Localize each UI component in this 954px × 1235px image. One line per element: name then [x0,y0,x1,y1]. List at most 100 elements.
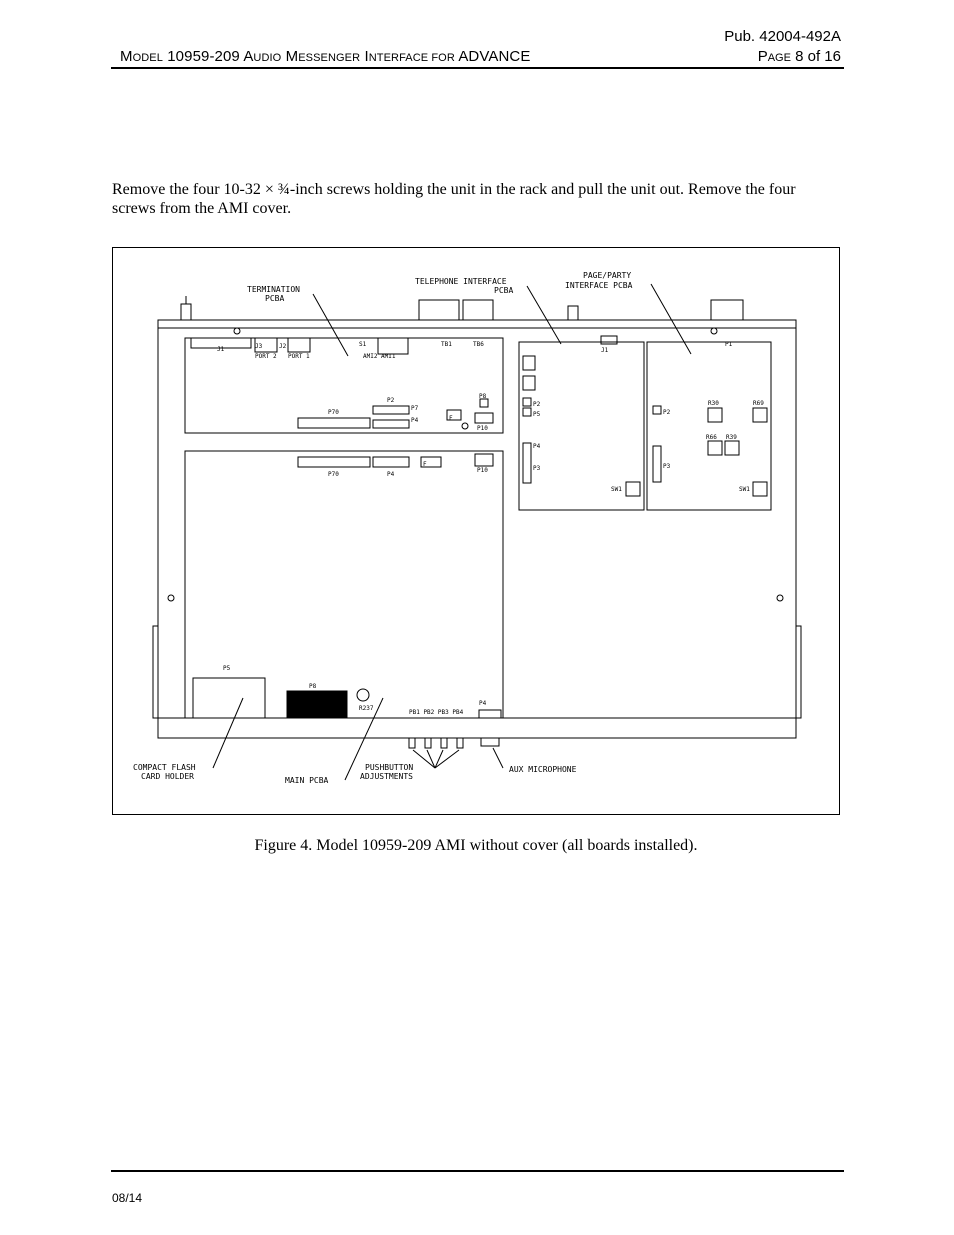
pushbutton-3 [440,737,448,749]
front-panel [157,717,797,739]
rack-ear-right [795,625,802,719]
footer-rule [111,1170,844,1172]
callout-compact-flash-1: COMPACT FLASH [133,763,196,772]
label-pp-p2: P2 [663,409,671,416]
tel-pot-1 [522,355,536,371]
label-p4-main: P4 [387,471,395,478]
r237-potentiometer [356,688,370,702]
p8-jumper [479,398,489,408]
label-p4-top: P4 [411,417,419,424]
screw-icon [776,594,784,602]
callout-page-party-2: INTERFACE PCBA [565,281,633,290]
label-port2: PORT 2 [255,353,277,360]
chassis-outline [157,319,797,719]
tel-p3-header [522,442,532,484]
label-tel-sw1: SW1 [611,486,622,493]
label-tel-p5: P5 [533,411,541,418]
header-rule [111,67,844,69]
label-tel-p4: P4 [533,443,541,450]
figure-4: TERMINATION PCBA TELEPHONE INTERFACE PCB… [112,247,840,815]
label-p70-top: P70 [328,409,339,416]
label-pp-sw1: SW1 [739,486,750,493]
rack-ear-left [152,625,159,719]
ami-diagram: TERMINATION PCBA TELEPHONE INTERFACE PCB… [133,271,802,785]
db-connector-rear [710,299,744,321]
callout-aux-microphone: AUX MICROPHONE [509,765,577,774]
callout-termination-1: TERMINATION [247,285,300,294]
label-p70-main: P70 [328,471,339,478]
tel-j1-connector [600,335,618,345]
publication-number: Pub. 42004-492A [724,28,841,45]
leader-main [344,697,384,781]
screw-icon [167,594,175,602]
j1-connector [190,337,252,349]
p4-main-header [372,456,410,468]
p10-main-connector [474,453,494,467]
label-port1: PORT 1 [288,353,310,360]
fuse-main [420,456,442,468]
label-r69: R69 [753,400,764,407]
telephone-terminal-2 [462,299,494,321]
leader-pb1 [412,749,436,769]
label-p8: P8 [479,393,487,400]
leader-pb2 [426,749,436,769]
page-party-pcba [646,341,772,511]
compact-flash-holder [192,677,266,719]
r66-pot [707,440,723,456]
pp-sw1-switch [752,481,768,497]
screw-icon [233,327,241,335]
termination-pcba [184,337,504,434]
label-tel-p3: P3 [533,465,541,472]
ami-connector [377,337,409,355]
p4-front-connector [478,709,502,719]
callout-termination-2: PCBA [265,294,284,303]
leader-telephone [526,285,562,345]
label-j3: J3 [255,343,263,350]
j3-port2-connector [254,337,278,353]
label-p10-main: P10 [477,467,488,474]
label-tb1: TB1 [441,341,452,348]
label-s1: S1 [359,341,367,348]
tel-sw1-switch [625,481,641,497]
label-j2: J2 [279,343,287,350]
telephone-interface-pcba [518,341,645,511]
p2-header [372,405,410,415]
label-j1: J1 [217,346,225,353]
label-r66: R66 [706,434,717,441]
j2-port1-connector [287,337,311,353]
label-pushbuttons: PB1 PB2 PB3 PB4 [409,709,464,716]
callout-telephone-1: TELEPHONE INTERFACE [415,277,507,286]
rear-post-center [567,305,579,321]
footer-date: 08/14 [112,1191,143,1205]
p10-top-connector [474,412,494,424]
label-tel-p2: P2 [533,401,541,408]
leader-pb3 [434,749,444,769]
callout-telephone-2: PCBA [494,286,513,295]
leader-termination [312,293,349,357]
label-r39: R39 [726,434,737,441]
screw-icon [461,422,469,430]
label-p10-top: P10 [477,425,488,432]
pp-p2-jumper [652,405,662,415]
p8-main-component [286,690,348,719]
label-tel-j1: J1 [601,347,609,354]
screw-icon [710,327,718,335]
aux-mic-jack [480,737,500,747]
label-pp-p1: P1 [725,341,733,348]
figure-caption: Figure 4. Model 10959-209 AMI without co… [254,837,698,854]
callout-main-pcba: MAIN PCBA [285,776,329,785]
label-tb6: TB6 [473,341,484,348]
rear-post-left [180,303,192,321]
label-p2: P2 [387,397,395,404]
fuse-holder [446,409,462,421]
label-p4-front: P4 [479,700,487,707]
label-r30: R30 [708,400,719,407]
page-number: Page 8 of 16 [757,48,841,65]
instruction-paragraph: Remove the four 10-32 × ¾-inch screws ho… [112,181,796,217]
callout-pushbutton-1: PUSHBUTTON [365,763,413,772]
label-p5: P5 [223,665,231,672]
label-fuse-top: F [449,415,453,422]
label-ami: AMI2 AMI1 [363,353,396,360]
r69-pot [752,407,768,423]
callout-compact-flash-2: CARD HOLDER [141,772,194,781]
